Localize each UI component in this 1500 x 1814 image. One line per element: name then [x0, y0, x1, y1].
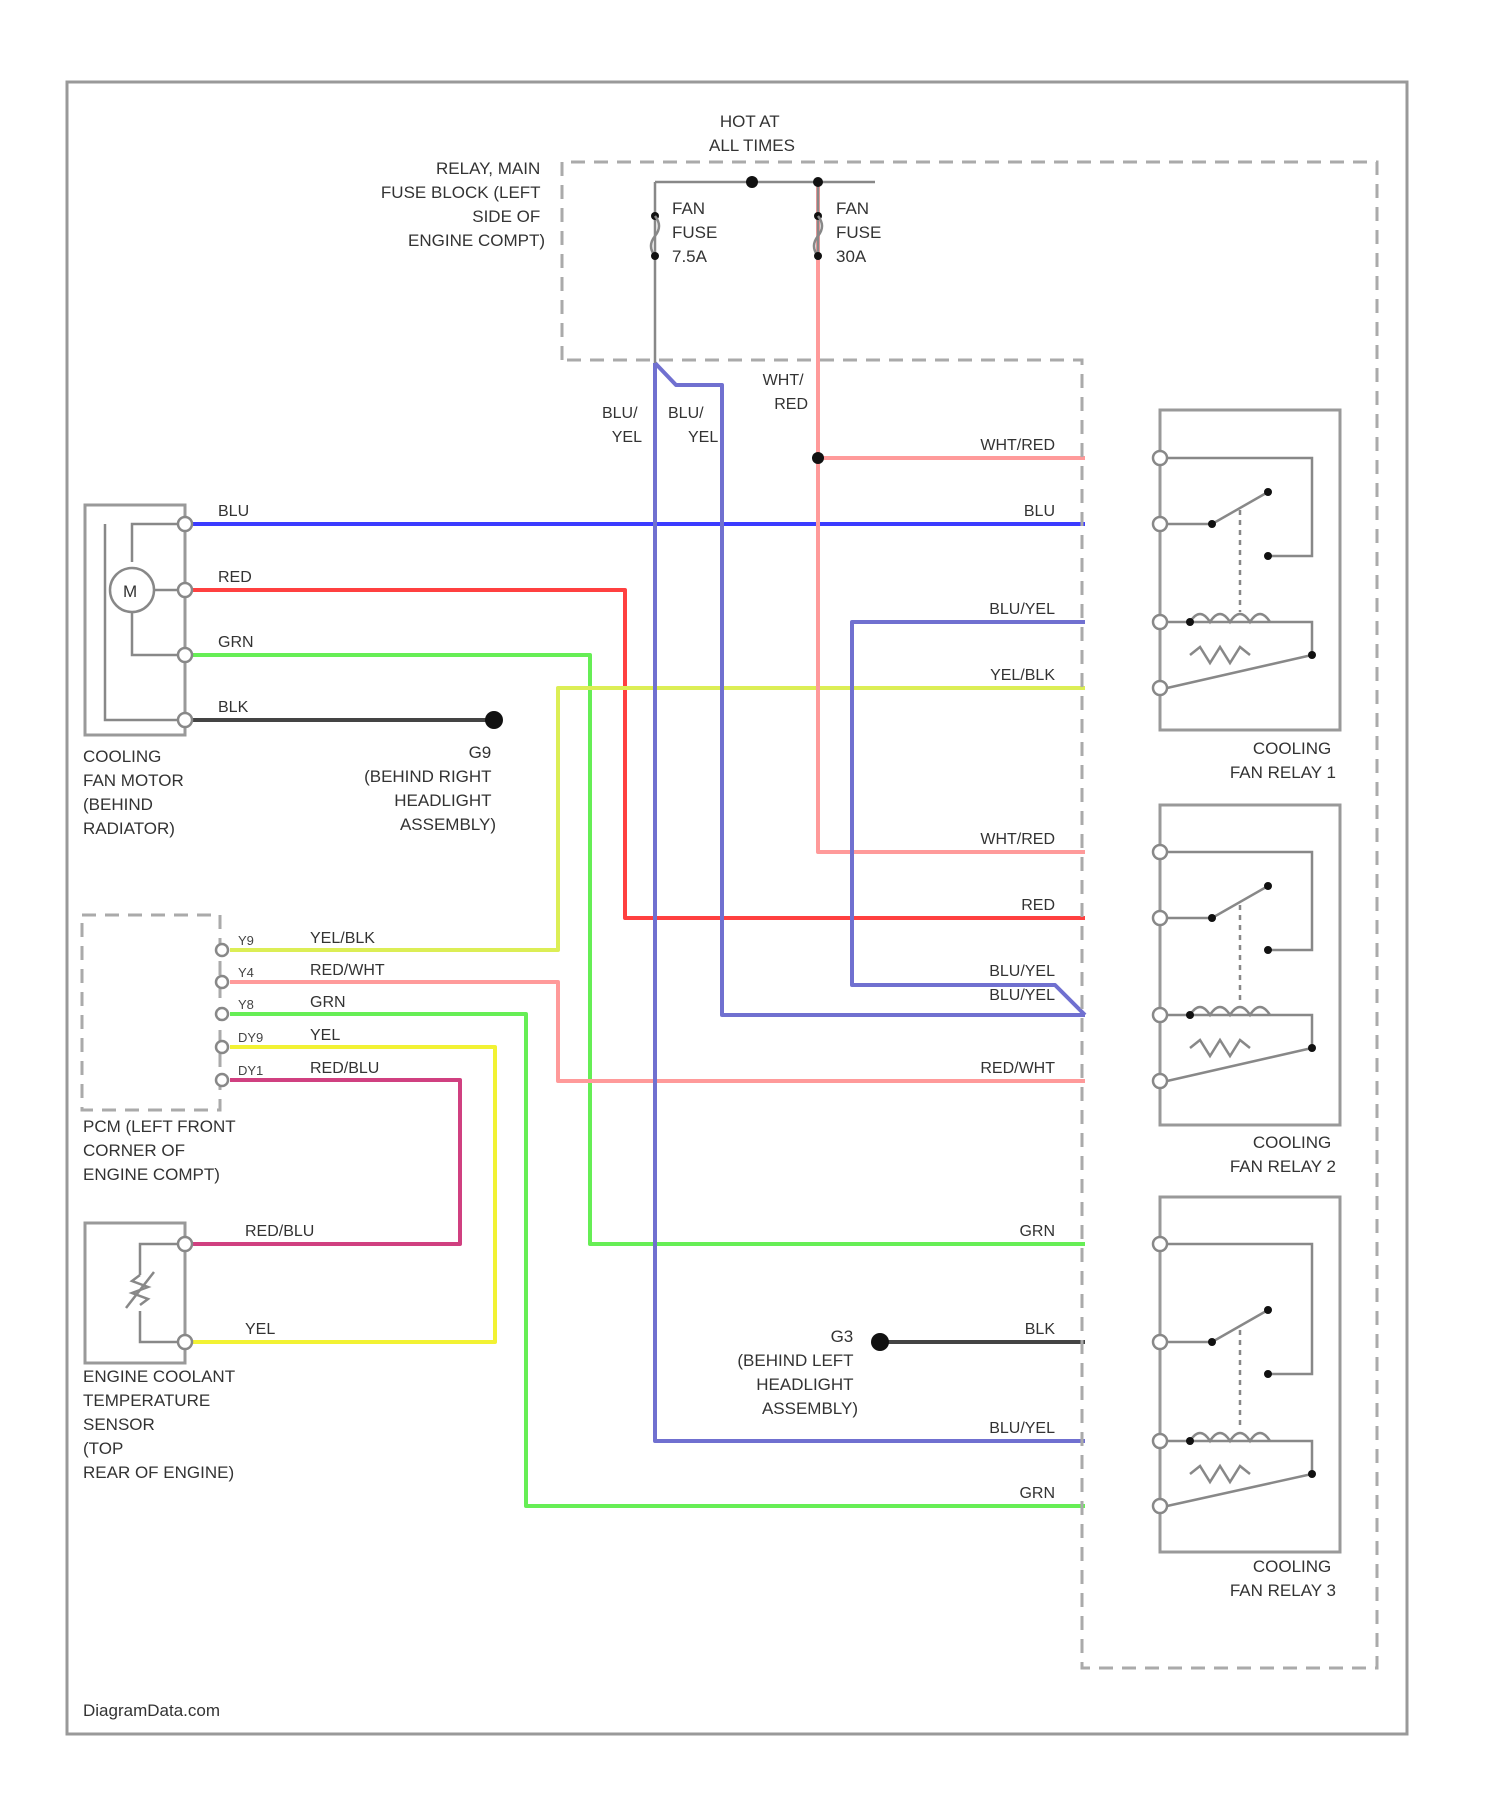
ground-g3-label: G3 (BEHIND LEFT HEADLIGHT ASSEMBLY)	[737, 1327, 858, 1418]
wire-label-r1-whtred: WHT/RED	[980, 437, 1055, 454]
wire-label-r1-bluyel: BLU/YEL	[989, 601, 1055, 618]
wire-label-p-yel: YEL	[310, 1027, 340, 1044]
wire-label-r1-yelblk: YEL/BLK	[990, 667, 1055, 684]
wire-label-s-redblu: RED/BLU	[245, 1223, 314, 1240]
fuse-30a-label: FAN FUSE 30A	[836, 199, 886, 266]
pcm-pin-dy9: DY9	[238, 1030, 263, 1045]
hot-at-all-times-label: HOT AT ALL TIMES	[709, 112, 795, 155]
pcm-pin-dy1: DY1	[238, 1063, 263, 1078]
pcm-pin-y9: Y9	[238, 933, 254, 948]
wire-label-r3-grn2: GRN	[1019, 1485, 1055, 1502]
fuse-7-5a-icon	[651, 212, 659, 260]
wire-label-bluyel-a: BLU/ YEL	[602, 405, 642, 446]
wire-label-r2-whtred: WHT/RED	[980, 831, 1055, 848]
wire-label-p-grn: GRN	[310, 994, 346, 1011]
cooling-fan-motor	[85, 505, 192, 735]
wires	[185, 180, 1085, 1506]
wire-label-r1-blu: BLU	[1024, 503, 1055, 520]
wire-label-p-yelblk: YEL/BLK	[310, 930, 375, 947]
sensor-label: ENGINE COOLANT TEMPERATURE SENSOR (TOP R…	[83, 1367, 240, 1482]
cooling-fan-relay-3	[1153, 1197, 1340, 1552]
wire-label-whtred-v: WHT/ RED	[763, 372, 808, 413]
cooling-fan-relay-2	[1153, 805, 1340, 1125]
coolant-temp-sensor	[85, 1223, 192, 1363]
ground-g3-icon	[871, 1333, 889, 1351]
ground-g9-icon	[485, 711, 503, 729]
wire-red-motor	[185, 590, 1085, 918]
wire-label-r3-grn: GRN	[1019, 1223, 1055, 1240]
hot-junction	[746, 176, 758, 188]
wire-label-r2-bluyel-b: BLU/YEL	[989, 987, 1055, 1004]
wire-label-m-blk: BLK	[218, 699, 249, 716]
pcm-pin-y4: Y4	[238, 965, 254, 980]
pcm-pin-y8: Y8	[238, 997, 254, 1012]
ground-g9-label: G9 (BEHIND RIGHT HEADLIGHT ASSEMBLY)	[364, 743, 496, 834]
motor-m-label: M	[123, 582, 137, 601]
bus-junction	[813, 177, 823, 187]
wire-label-m-red: RED	[218, 569, 252, 586]
wire-label-r3-bluyel: BLU/YEL	[989, 1420, 1055, 1437]
wire-label-s-yel: YEL	[245, 1321, 275, 1338]
pcm-label: PCM (LEFT FRONT CORNER OF ENGINE COMPT)	[83, 1117, 240, 1184]
cooling-fan-relay-1	[1153, 410, 1340, 730]
pcm-terminals	[216, 944, 228, 1086]
relay3-label: COOLING FAN RELAY 3	[1230, 1557, 1336, 1600]
wire-label-r2-red: RED	[1021, 897, 1055, 914]
relay2-label: COOLING FAN RELAY 2	[1230, 1133, 1336, 1176]
wire-label-r3-blk: BLK	[1025, 1321, 1056, 1338]
wire-yel	[185, 1047, 495, 1342]
wire-grn-pcm	[230, 1014, 1085, 1506]
pcm-outline	[82, 915, 220, 1110]
wire-label-r2-bluyel-a: BLU/YEL	[989, 963, 1055, 980]
wire-redblu	[185, 1080, 460, 1244]
wire-label-r2-redwht: RED/WHT	[980, 1060, 1055, 1077]
wire-yelblk	[230, 688, 1085, 950]
diagram-frame	[67, 82, 1407, 1734]
relay1-label: COOLING FAN RELAY 1	[1230, 739, 1336, 782]
wire-label-p-redwht: RED/WHT	[310, 962, 385, 979]
watermark: DiagramData.com	[83, 1701, 220, 1720]
fuse-30a-icon	[814, 212, 822, 260]
motor-label: COOLING FAN MOTOR (BEHIND RADIATOR)	[83, 747, 188, 838]
wire-label-bluyel-b: BLU/ YEL	[668, 405, 718, 446]
wire-label-m-grn: GRN	[218, 634, 254, 651]
fuse-block-label: RELAY, MAIN FUSE BLOCK (LEFT SIDE OF ENG…	[381, 159, 545, 250]
splice-whtred	[812, 452, 824, 464]
wire-label-m-blu: BLU	[218, 503, 249, 520]
fuse-7-5a-label: FAN FUSE 7.5A	[672, 199, 722, 266]
wire-label-p-redblu: RED/BLU	[310, 1060, 379, 1077]
